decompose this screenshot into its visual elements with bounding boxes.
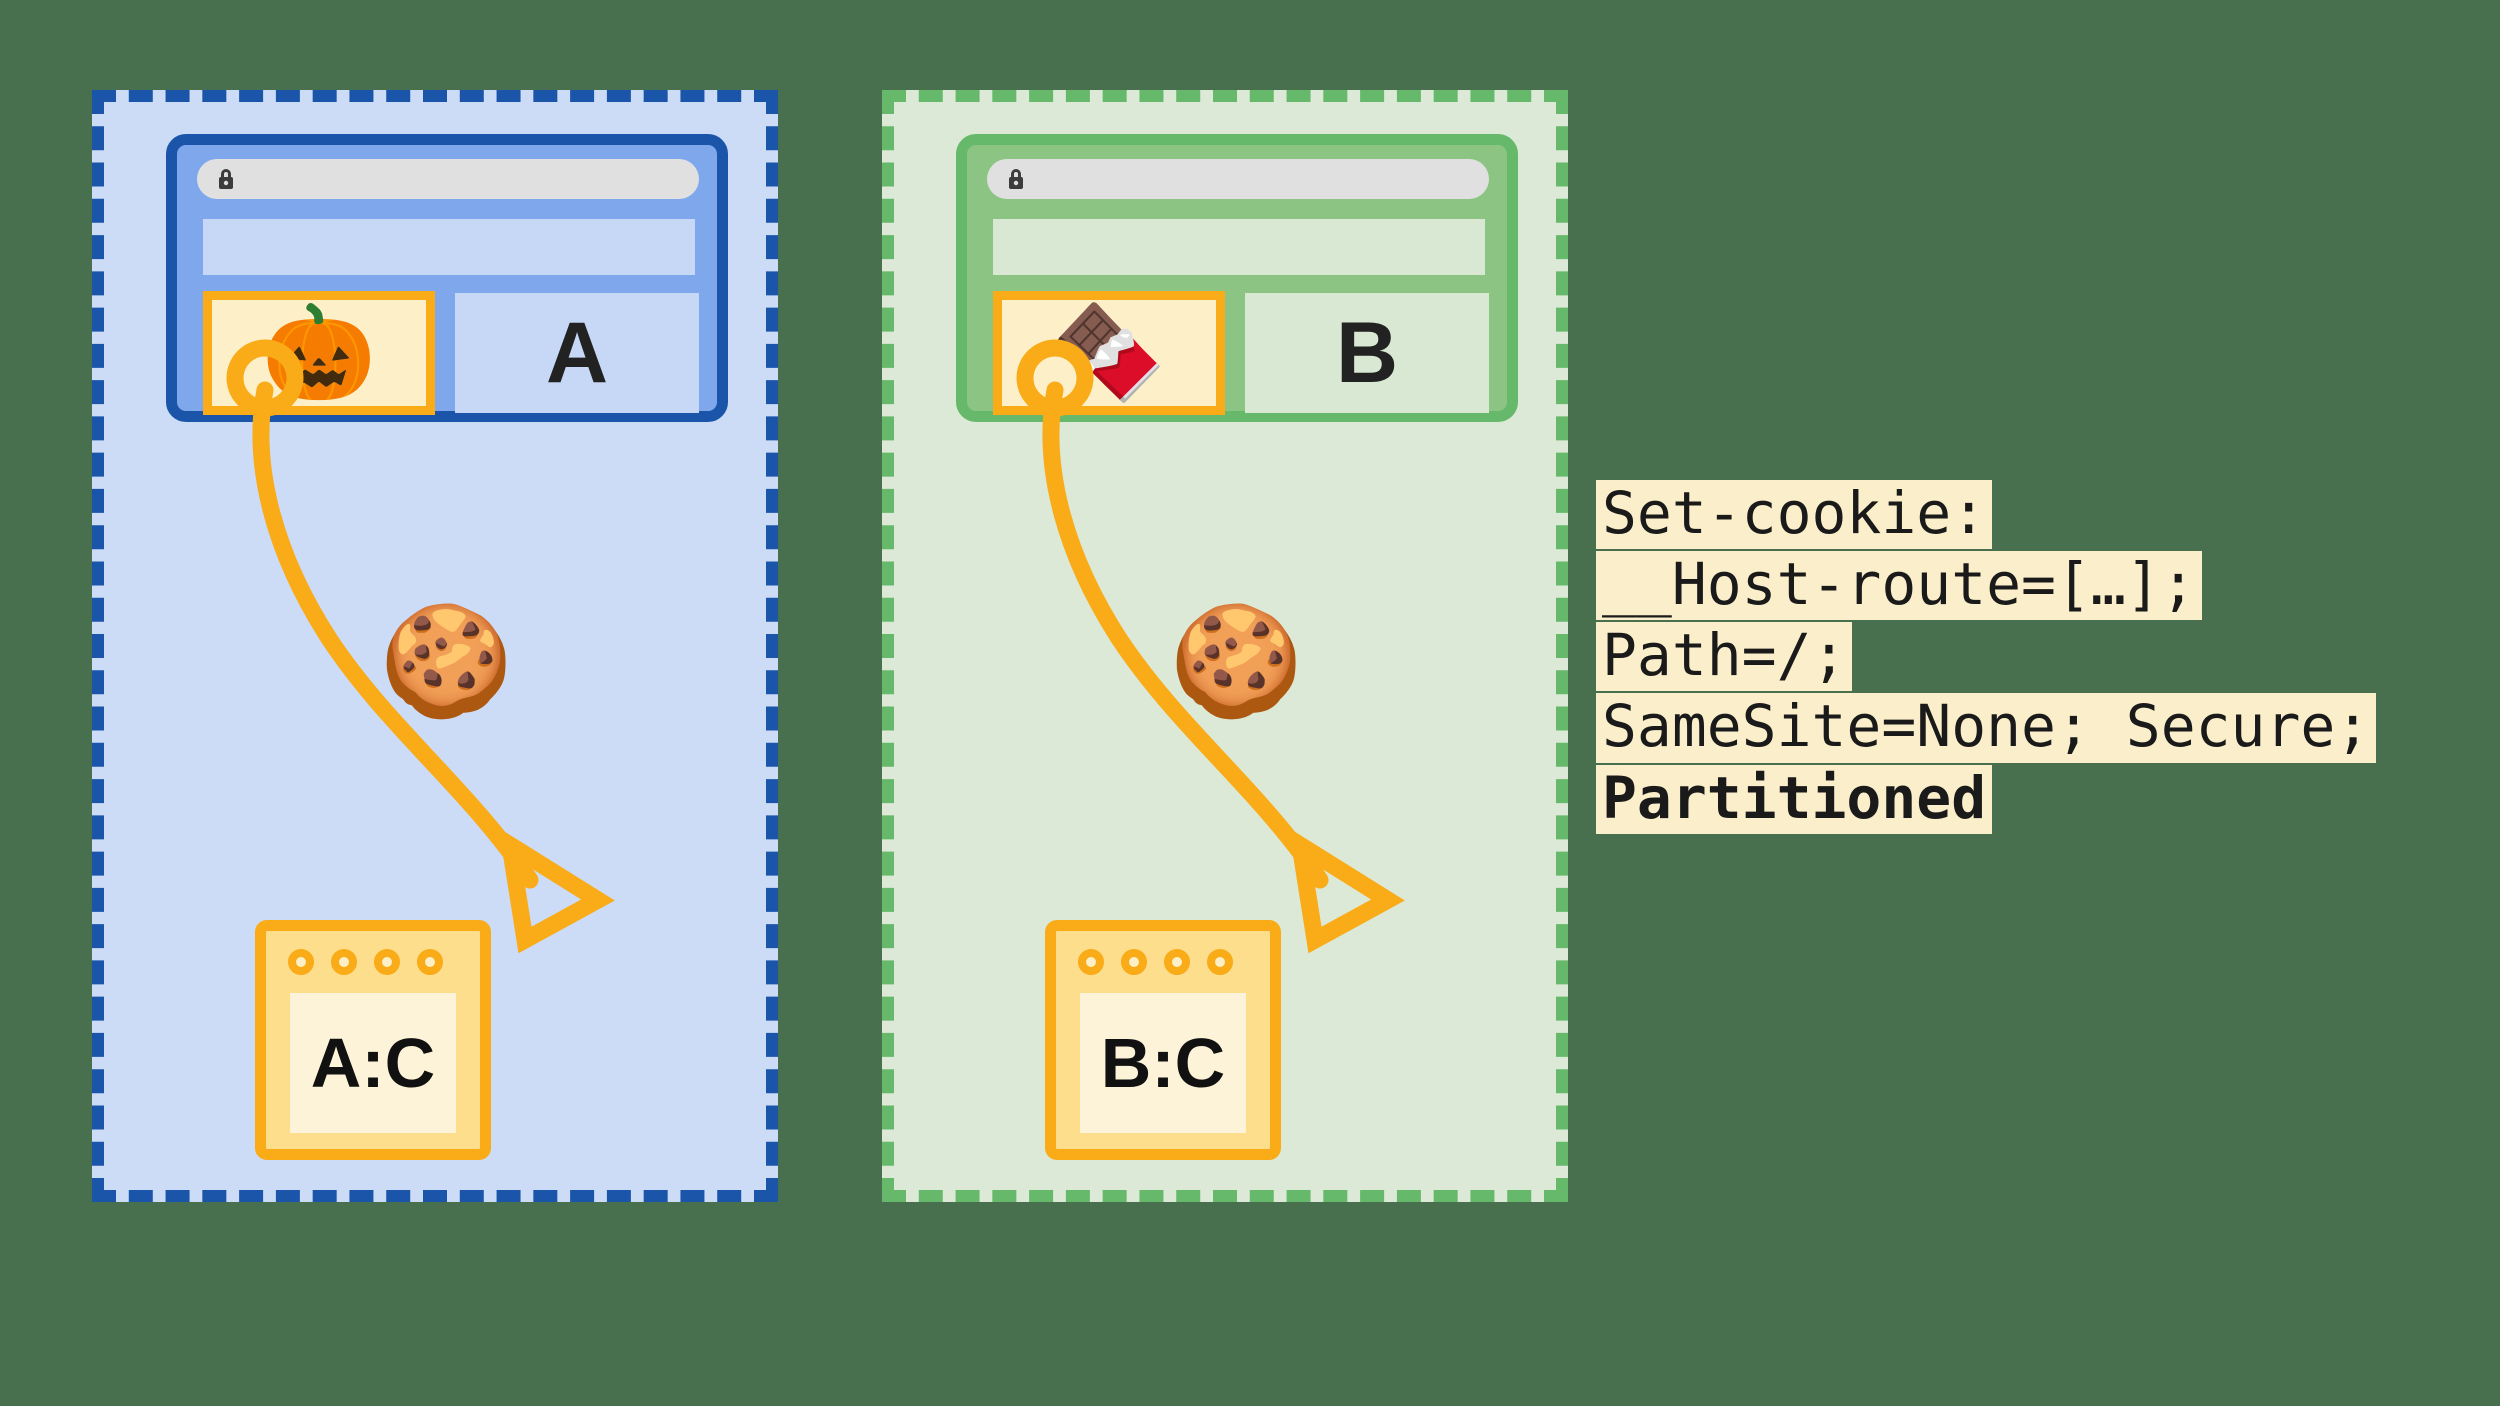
lock-icon [1009, 169, 1023, 189]
partition-panel-b: 🍫 B B:C [882, 90, 1568, 1202]
code-line-partitioned: Partitioned [1596, 764, 1993, 834]
storage-label-a: A:C [310, 1024, 436, 1102]
jack-o-lantern-emoji: 🎃 [261, 302, 377, 404]
storage-body-b: B:C [1080, 993, 1246, 1133]
code-line: __Host-route=[…]; [1596, 551, 2202, 621]
site-letter-a: A [545, 305, 609, 401]
set-cookie-header-code: Set-cookie: __Host-route=[…]; Path=/; Sa… [1596, 480, 2377, 836]
storage-dot [417, 949, 443, 975]
code-line: SameSite=None; Secure; [1596, 693, 2377, 763]
storage-dot [288, 949, 314, 975]
url-bar-a[interactable] [197, 159, 699, 199]
storage-dot [1164, 949, 1190, 975]
storage-box-a: A:C [255, 920, 491, 1160]
storage-dot [1078, 949, 1104, 975]
code-line: Path=/; [1596, 622, 1853, 692]
code-line: Set-cookie: [1596, 480, 1993, 550]
browser-window-a: 🎃 A [166, 134, 728, 422]
storage-dot [331, 949, 357, 975]
storage-dot [1121, 949, 1147, 975]
chocolate-bar-emoji: 🍫 [1051, 302, 1167, 404]
site-content-a: A [455, 293, 699, 413]
site-letter-b: B [1335, 305, 1399, 401]
cookie-icon-b: 🍪 [1169, 600, 1304, 721]
storage-body-a: A:C [290, 993, 456, 1133]
storage-box-b: B:C [1045, 920, 1281, 1160]
storage-dot [1207, 949, 1233, 975]
storage-label-b: B:C [1100, 1024, 1226, 1102]
embed-row-a: 🎃 A [203, 291, 699, 415]
embedded-iframe-a: 🎃 [203, 291, 435, 415]
content-strip-b [993, 219, 1485, 275]
storage-dots-b [1078, 949, 1233, 975]
partition-panel-a: 🎃 A A:C [92, 90, 778, 1202]
browser-window-b: 🍫 B [956, 134, 1518, 422]
embed-row-b: 🍫 B [993, 291, 1489, 415]
cookie-icon-a: 🍪 [379, 600, 514, 721]
lock-icon [219, 169, 233, 189]
embedded-iframe-b: 🍫 [993, 291, 1225, 415]
content-strip-a [203, 219, 695, 275]
storage-dot [374, 949, 400, 975]
url-bar-b[interactable] [987, 159, 1489, 199]
site-content-b: B [1245, 293, 1489, 413]
storage-dots-a [288, 949, 443, 975]
